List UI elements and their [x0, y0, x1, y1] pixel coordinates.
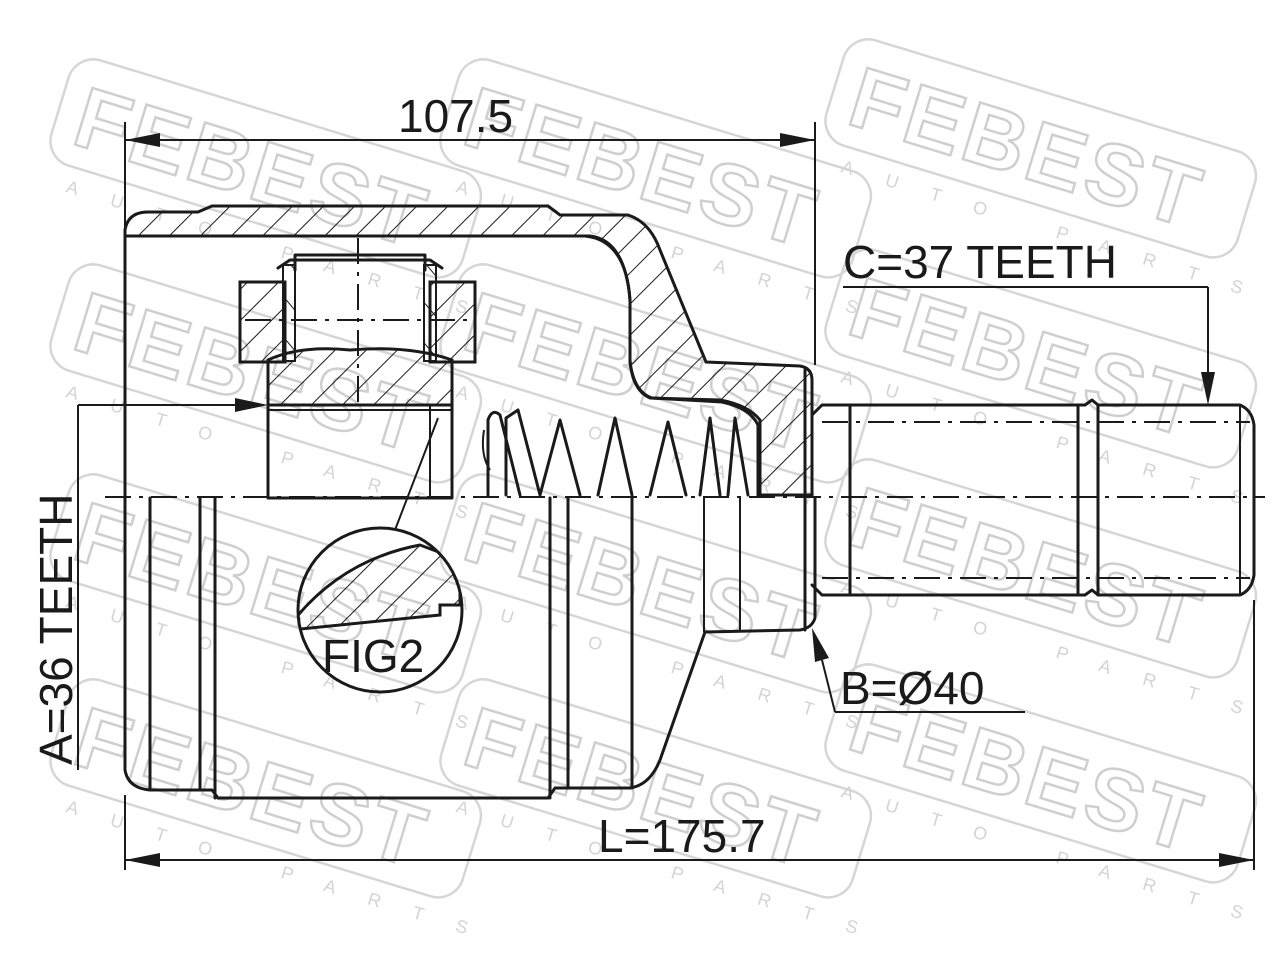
detail-leader: [394, 417, 439, 531]
needle-bearing-left: [282, 264, 296, 362]
spring-coil: [486, 408, 750, 497]
detail-circle: [296, 526, 464, 694]
dim-spline-b-label: B=Ø40: [840, 662, 985, 714]
housing-inner-contour: [123, 234, 760, 497]
dim-total-arrow-right: [1219, 853, 1254, 867]
detail-fig2: FIG2: [296, 417, 464, 694]
dim-a-arrow: [235, 398, 268, 412]
roller-left-section: [238, 280, 287, 364]
spider-body-section: [266, 347, 454, 407]
spring-seat: [481, 429, 491, 471]
needle-bearing-right: [423, 264, 437, 362]
detail-label: FIG2: [322, 630, 424, 682]
spring: [481, 408, 750, 497]
dimensions: 107.5 L=175.7 A=36 TEETH C=37 TEETH B=Ø4…: [30, 90, 1255, 870]
dim-housing-arrow-left: [125, 133, 160, 147]
housing-outer-body: [123, 234, 817, 800]
dim-spline-a-label: A=36 TEETH: [30, 494, 82, 765]
dim-c-arrow: [1201, 372, 1215, 405]
dim-housing-arrow-right: [780, 133, 815, 147]
housing-section: [123, 204, 817, 800]
dim-b-leader-diagonal: [821, 659, 836, 713]
dim-housing-length-label: 107.5: [398, 90, 513, 142]
output-shaft: [810, 398, 1256, 597]
detail-hatched-section: [298, 543, 462, 632]
trunnion-outline: [293, 253, 427, 272]
dim-b-arrow: [812, 628, 829, 662]
tripod-roller: [238, 238, 477, 500]
dim-total-length-label: L=175.7: [598, 810, 766, 862]
dim-spline-c-label: C=37 TEETH: [843, 236, 1117, 288]
dim-total-arrow-left: [125, 853, 160, 867]
retaining-clip: [276, 258, 444, 270]
